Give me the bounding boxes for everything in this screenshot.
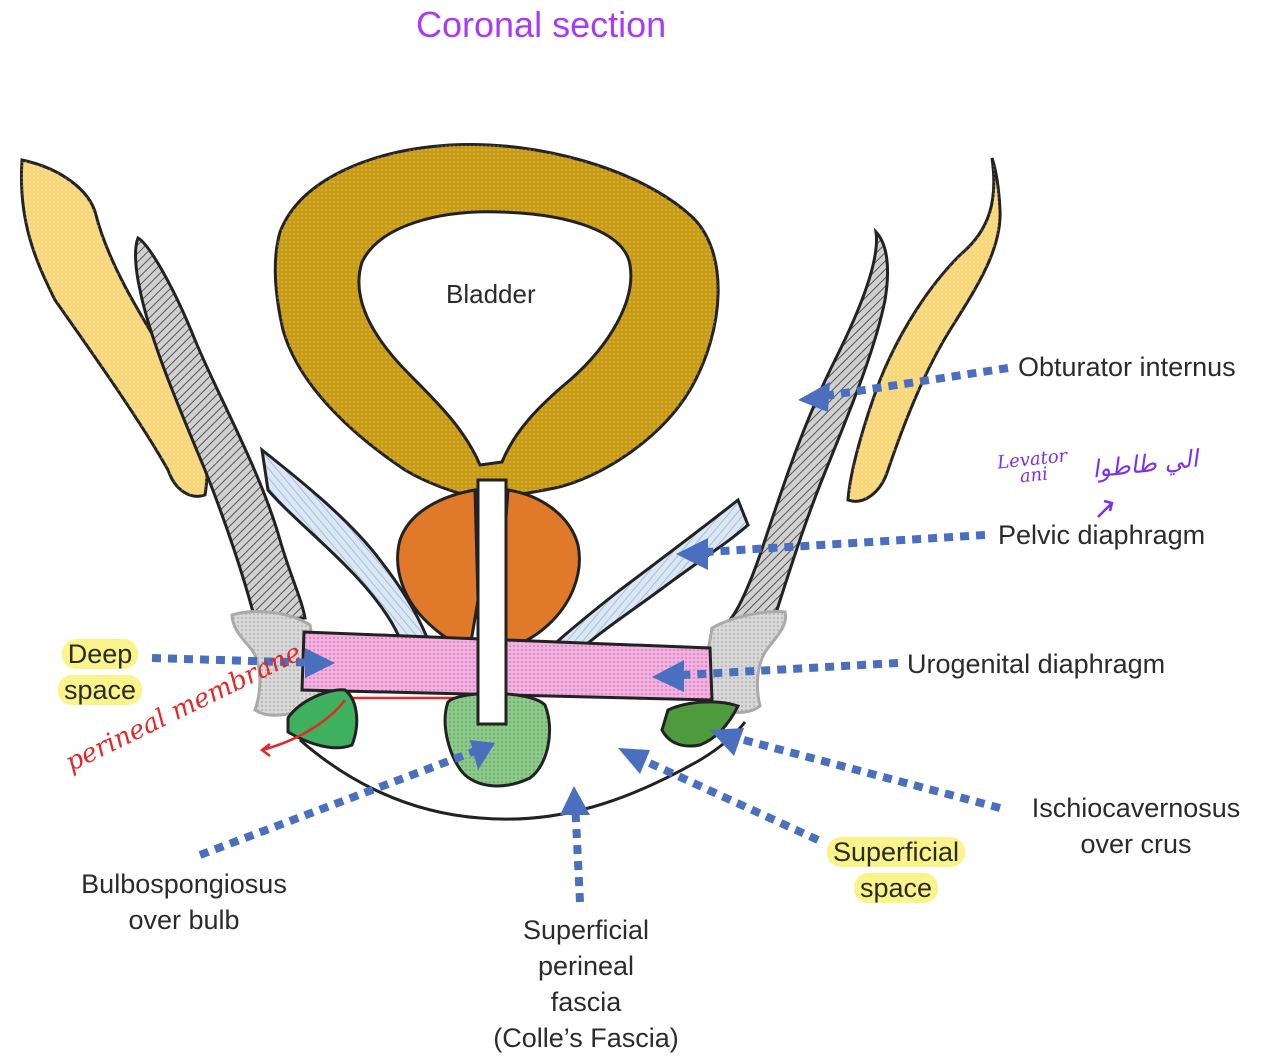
superficial-space-label: Superficial space (818, 834, 974, 906)
pelvic-diaphragm-label: Pelvic diaphragm (998, 517, 1205, 553)
deep-space-line-1: Deep (62, 639, 139, 669)
levator-ani-pointer (1098, 501, 1112, 517)
ischiocavernosus-line-1: Ischiocavernosus (1032, 793, 1241, 823)
arrow-ischiocavernosus (725, 735, 1000, 808)
bulbospongiosus-label: Bulbospongiosus over bulb (62, 866, 306, 938)
page-title: Coronal section (416, 4, 666, 46)
arrow-bulbospongiosus (200, 750, 478, 855)
bladder-label: Bladder (446, 276, 536, 312)
bulbospongiosus-line-2: over bulb (128, 905, 239, 935)
ischiocavernosus-line-2: over crus (1080, 829, 1191, 859)
bulbospongiosus-line-1: Bulbospongiosus (81, 869, 287, 899)
arrow-colles-fascia (575, 800, 580, 902)
colles-fascia-label: Superficial perineal fascia (Colle’s Fas… (456, 912, 716, 1056)
prostate-right (500, 490, 579, 648)
obturator-internus-label: Obturator internus (1018, 349, 1236, 385)
arrow-superficial-space (632, 755, 818, 840)
levator-ani-line-2: ani (1019, 464, 1049, 488)
ischiocavernosus-label: Ischiocavernosus over crus (1014, 790, 1258, 862)
superficial-space-line-2: space (854, 873, 938, 903)
colles-fascia-line-3: fascia (551, 987, 622, 1017)
colles-fascia-line-4: (Colle’s Fascia) (493, 1023, 679, 1053)
deep-space-line-2: space (58, 675, 142, 705)
superficial-space-line-1: Superficial (827, 837, 965, 867)
colles-fascia-line-2: perineal (538, 951, 634, 981)
deep-space-label: Deep space (44, 636, 156, 708)
colles-fascia-line-1: Superficial (523, 915, 649, 945)
urogenital-diaphragm-label: Urogenital diaphragm (907, 646, 1165, 682)
urethra (478, 480, 506, 724)
